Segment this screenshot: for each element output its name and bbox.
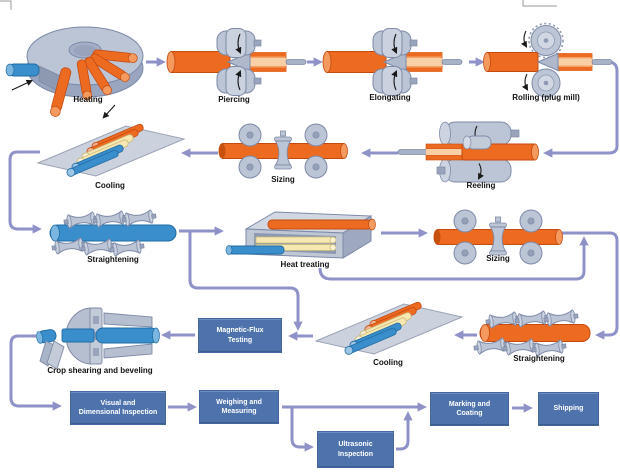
box-weighing-measuring: Weighing and Measuring	[199, 390, 279, 424]
label-cooling-2: Cooling	[373, 358, 403, 367]
box-weighing-line1: Weighing and	[216, 398, 262, 406]
bottom-roller	[436, 158, 512, 183]
box-ultrasonic-line1: Ultrasonic	[338, 441, 373, 449]
box-visual-dimensional-inspection: Visual and Dimensional Inspection	[70, 391, 166, 425]
arrow-branch-to-magnetic-flux	[188, 231, 303, 331]
box-visual-line2: Dimensional Inspection	[78, 409, 158, 416]
box-magnetic-flux-testing: Magnetic-Flux Testing	[198, 318, 282, 353]
middle-roller	[462, 135, 492, 150]
label-straightening-1: Straightening	[87, 255, 139, 264]
crop-artifact-top-middle	[522, 0, 557, 7]
arrow-sizing2-straightening2	[562, 231, 619, 340]
label-piercing: Piercing	[218, 95, 250, 104]
box-magnetic-flux-line1: Magnetic-Flux	[216, 327, 264, 335]
box-weighing-line2: Measuring	[221, 408, 257, 415]
label-rolling-plug-mill: Rolling (plug mill)	[512, 93, 580, 102]
box-magnetic-flux-line2: Testing	[227, 336, 253, 344]
straightening-machine-illustration-1	[49, 209, 177, 256]
label-straightening-2: Straightening	[513, 354, 565, 363]
box-marking-line2: Coating	[456, 410, 483, 417]
box-marking-line1: Marking and	[448, 400, 491, 408]
top-roller	[439, 121, 520, 146]
straightening-machine-illustration-2	[473, 309, 591, 356]
arrow-ultrasonic-return	[396, 411, 413, 451]
label-sizing-1: Sizing	[271, 175, 295, 184]
flow-arrows	[8, 57, 619, 452]
elongating-mill-illustration	[323, 29, 462, 96]
label-heat-treating: Heat treating	[280, 260, 330, 269]
arrow-bypass-under-sizing2	[318, 236, 589, 281]
label-crop-shearing: Crop shearing and beveling	[47, 366, 153, 375]
reeling-mill-illustration	[397, 121, 539, 183]
box-visual-line1: Visual and	[100, 399, 136, 407]
label-elongating: Elongating	[369, 93, 411, 102]
cut-piece	[36, 329, 57, 344]
cold-billet	[5, 63, 40, 77]
label-reeling: Reeling	[466, 181, 496, 190]
crop-artifact-top-left	[0, 0, 12, 10]
box-marking-coating: Marking and Coating	[430, 392, 509, 426]
hot-billets	[50, 49, 138, 117]
plug-mill-illustration	[483, 22, 613, 98]
label-sizing-2: Sizing	[486, 254, 510, 263]
arrow-cooling1-straightening1	[8, 150, 42, 234]
cooling-bed-illustration-1	[38, 123, 184, 178]
entry-arrow	[11, 79, 33, 91]
exit-arrow	[102, 104, 116, 119]
box-shipping-label: Shipping	[553, 405, 584, 413]
piercing-mill-illustration	[167, 29, 306, 96]
label-heating: Heating	[73, 95, 103, 104]
box-ultrasonic-line2: Inspection	[337, 450, 373, 458]
label-cooling-1: Cooling	[95, 181, 125, 190]
cooling-bed-illustration-2	[316, 301, 462, 356]
box-ultrasonic-inspection: Ultrasonic Inspection	[317, 431, 394, 468]
crop-shearing-illustration	[36, 307, 160, 370]
arrow-rolling-reeling	[543, 60, 619, 158]
arrow-cropshearing-visual	[9, 334, 62, 411]
sizing-mill-illustration-1	[219, 124, 348, 178]
box-shipping: Shipping	[538, 392, 599, 426]
arrow-branch-to-ultrasonic	[290, 408, 314, 452]
heat-treating-furnace-illustration	[225, 211, 376, 259]
heating-furnace-illustration	[5, 26, 144, 119]
